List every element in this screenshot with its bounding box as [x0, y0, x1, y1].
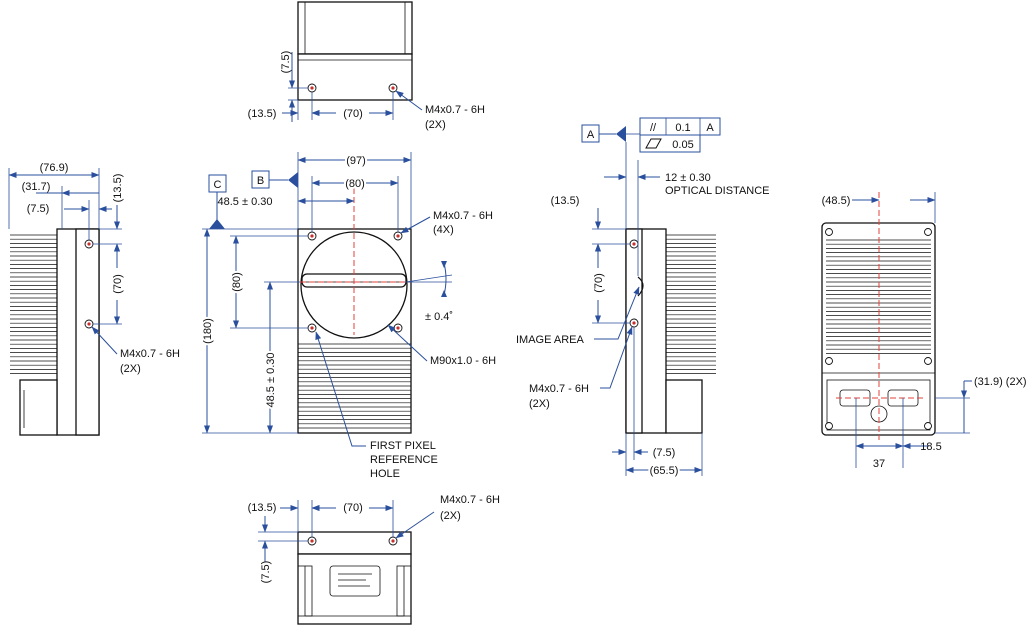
- dim-7-5: (7.5): [260, 561, 272, 584]
- thread-label: M4x0.7 - 6H: [529, 383, 589, 395]
- heat-sink-fins: [826, 239, 931, 354]
- left-view: (76.9) (31.7) (7.5) (13.5) (70) M4x0.7 -…: [8, 162, 180, 436]
- label-plate: [329, 565, 381, 597]
- heat-sink-fins: [10, 234, 57, 374]
- dim-18-5: 18.5: [920, 441, 941, 453]
- thread-qty: (2X): [440, 510, 461, 522]
- optical-value: 12 ± 0.30: [665, 172, 711, 184]
- dim-80-h: (80): [345, 178, 365, 190]
- thread-label: M4x0.7 - 6H: [425, 104, 485, 116]
- datum-c: C: [214, 179, 222, 191]
- dim-7-5: (7.5): [280, 51, 292, 74]
- dim-13-5: (13.5): [551, 195, 580, 207]
- thread-qty: (2X): [425, 119, 446, 131]
- dim-31-9: (31.9) (2X): [974, 376, 1027, 388]
- ref-hole-line2: REFERENCE: [370, 454, 438, 466]
- thread-label: M4x0.7 - 6H: [433, 210, 493, 222]
- parallel-symbol: //: [650, 122, 657, 134]
- dim-13-5: (13.5): [248, 502, 277, 514]
- dim-13-5: (13.5): [112, 174, 124, 203]
- angle-tolerance: ± 0.4˚: [425, 311, 453, 323]
- flatness-value: 0.05: [672, 139, 693, 151]
- dim-48-5: (48.5): [822, 195, 851, 207]
- dim-180: (180): [202, 318, 214, 344]
- flatness-icon: [645, 138, 662, 149]
- ref-hole-line1: FIRST PIXEL: [370, 440, 436, 452]
- datum-a: A: [587, 129, 595, 141]
- right-view: A // 0.1 A 0.05 12 ± 0.30 OPTICAL DISTAN…: [516, 117, 770, 479]
- dim-7-5: (7.5): [27, 203, 50, 215]
- heat-sink-fins: [666, 234, 716, 374]
- parallel-datum: A: [706, 122, 714, 134]
- back-view: (48.5) (31.9) (2X) 37 18.5: [821, 192, 1027, 470]
- thread-label: M4x0.7 - 6H: [440, 494, 500, 506]
- heat-sink-fins: [298, 343, 411, 429]
- thread-qty: (4X): [433, 224, 454, 236]
- bottom-view: (13.5) (70) (7.5) M4x0.7 - 6H (2X): [248, 494, 500, 625]
- image-area-label: IMAGE AREA: [516, 334, 585, 346]
- dim-37: 37: [873, 458, 885, 470]
- dim-7-5: (7.5): [653, 447, 676, 459]
- dim-31-7: (31.7): [22, 181, 51, 193]
- thread-qty: (2X): [529, 398, 550, 410]
- dim-48-5-v: 48.5 ± 0.30: [265, 353, 277, 408]
- dim-13-5: (13.5): [248, 108, 277, 120]
- dim-97: (97): [346, 155, 366, 167]
- datum-b: B: [257, 175, 264, 187]
- dim-65-5: (65.5): [650, 465, 679, 477]
- thread-label: M4x0.7 - 6H: [120, 348, 180, 360]
- ref-hole-line3: HOLE: [370, 468, 400, 480]
- front-view: C B (97) (80) 48.5 ± 0.30 (180) (80): [200, 152, 496, 480]
- dim-70: (70): [343, 502, 363, 514]
- dim-70: (70): [112, 274, 124, 294]
- lens-mount: [300, 231, 408, 339]
- dim-80-v: (80): [231, 272, 243, 292]
- optical-label: OPTICAL DISTANCE: [665, 185, 770, 197]
- mount-label: M90x1.0 - 6H: [430, 355, 496, 367]
- dim-70: (70): [343, 108, 363, 120]
- dim-76-9: (76.9): [40, 162, 69, 174]
- thread-qty: (2X): [120, 363, 141, 375]
- dim-70: (70): [593, 273, 605, 293]
- dim-48-5-h: 48.5 ± 0.30: [218, 196, 273, 208]
- parallel-value: 0.1: [675, 122, 690, 134]
- top-view: (7.5) (13.5) (70) M4x0.7 - 6H (2X): [248, 1, 485, 131]
